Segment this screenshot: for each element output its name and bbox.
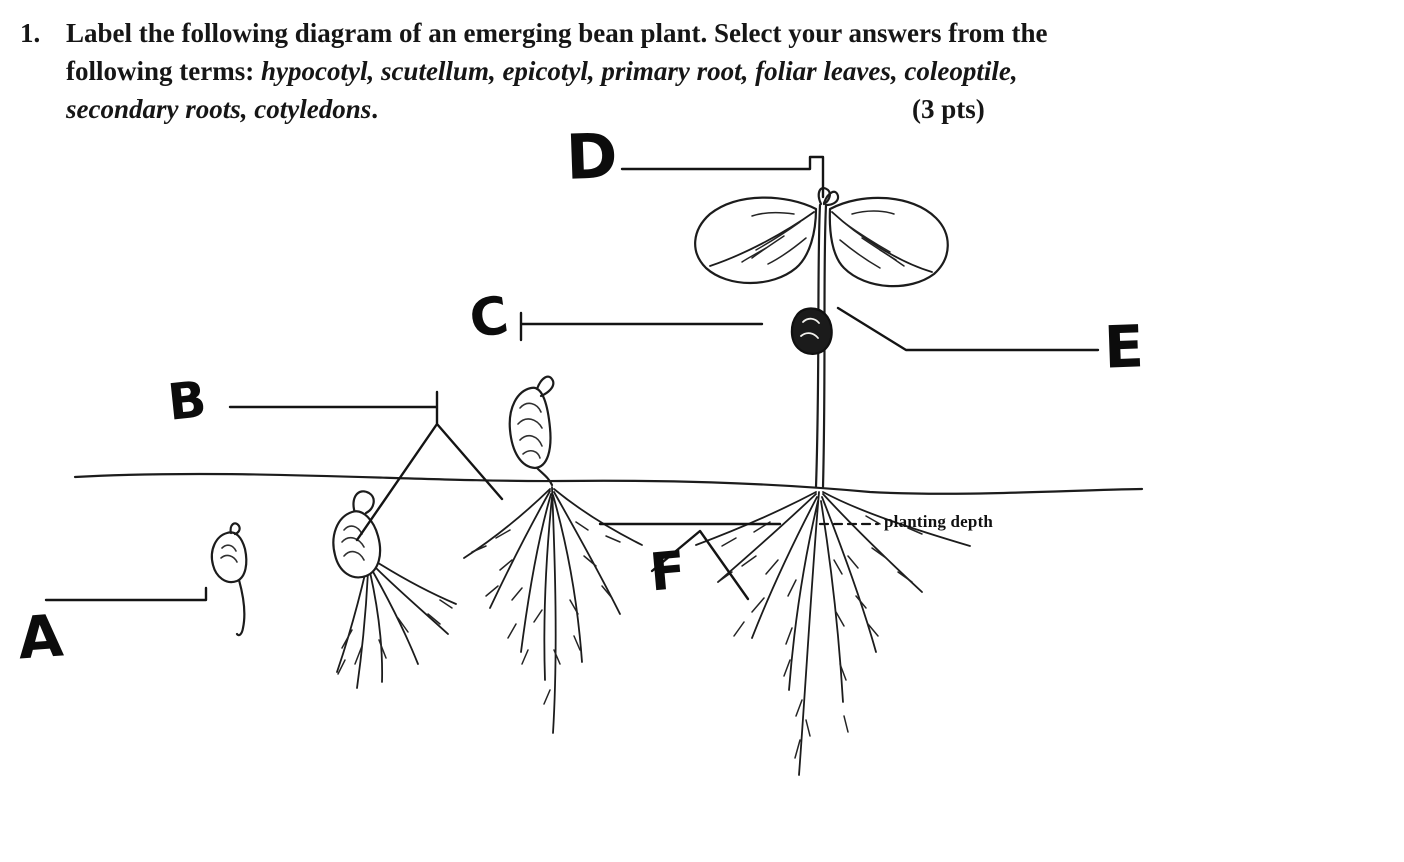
label-line-e — [836, 306, 1100, 352]
seedling-stage-3 — [463, 375, 643, 734]
answer-label-c: C — [466, 285, 513, 351]
seed-stage-2 — [332, 490, 457, 689]
label-line-c — [519, 311, 764, 342]
seed-stage-1 — [210, 522, 248, 637]
label-line-f — [650, 529, 750, 601]
answer-label-b: B — [165, 370, 210, 432]
answer-label-e: E — [1102, 312, 1145, 382]
planting-depth-label: planting depth — [884, 512, 994, 531]
leader-lines — [44, 155, 1100, 602]
points-value: (3 pts) — [912, 94, 985, 124]
question-terms-line2: hypocotyl, scutellum, epicotyl, primary … — [260, 56, 1018, 86]
question-number: 1. — [20, 18, 41, 48]
question-line3-plain: . — [371, 94, 378, 124]
answer-label-d: D — [564, 119, 619, 194]
label-line-d — [620, 155, 825, 199]
soil-line — [73, 472, 1144, 495]
question-line2-plain: following terms: — [66, 56, 261, 86]
plant-stage-4 — [694, 187, 971, 776]
question-text: Label the following diagram of an emergi… — [66, 14, 1300, 128]
question-line1: Label the following diagram of an emergi… — [66, 18, 1048, 48]
answer-label-a: A — [15, 601, 66, 673]
question-block: 1. Label the following diagram of an eme… — [20, 14, 1300, 128]
label-line-a — [44, 586, 208, 602]
answer-label-f: F — [647, 540, 689, 604]
label-line-b — [228, 390, 504, 542]
question-terms-line3: secondary roots, cotyledons — [66, 94, 372, 124]
